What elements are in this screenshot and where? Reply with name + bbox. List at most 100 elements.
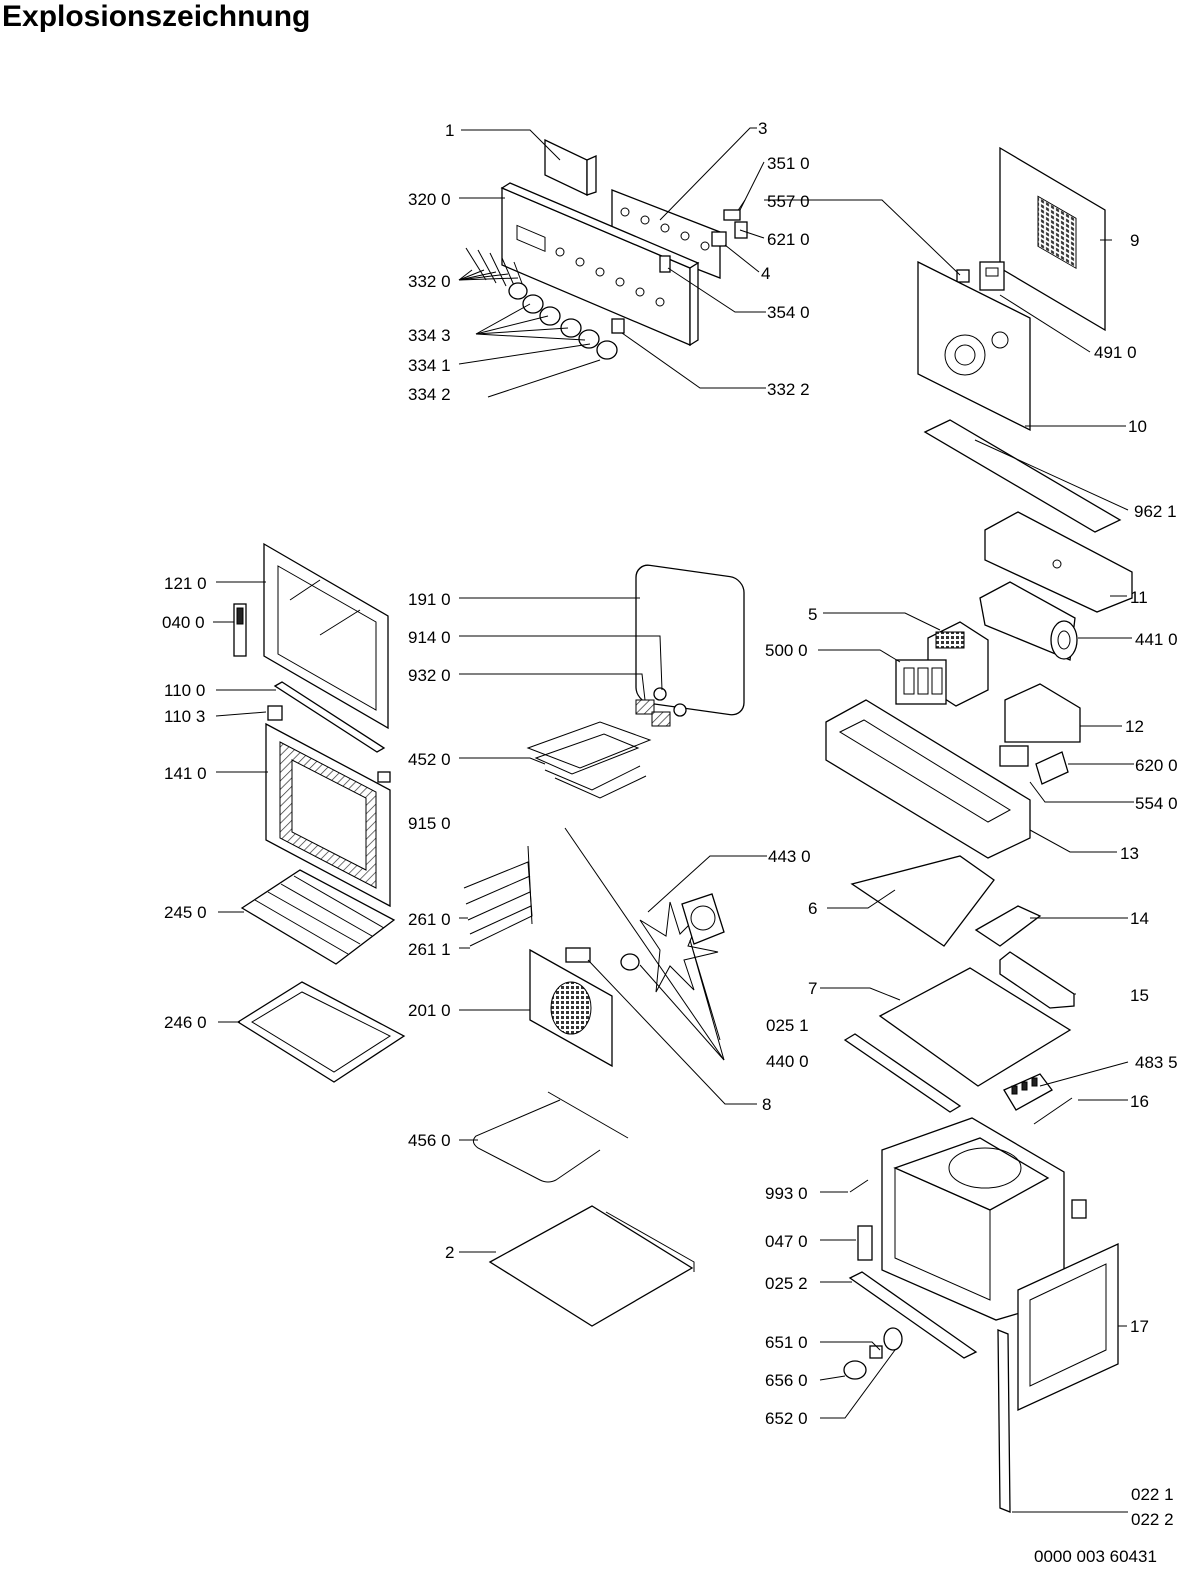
label-5: 5 — [808, 605, 817, 624]
label-16: 16 — [1130, 1092, 1149, 1111]
label-9140: 914 0 — [408, 628, 451, 647]
part-15-bracket-shape — [999, 951, 1075, 1009]
part-14-bracket-shape — [974, 905, 1042, 947]
part-1-bracket-shape — [544, 138, 597, 197]
part-3540-shape — [659, 255, 671, 273]
label-6510: 651 0 — [765, 1333, 808, 1352]
label-5540: 554 0 — [1135, 794, 1178, 813]
part-0252-bar-shape — [848, 1271, 978, 1359]
part-6200-switch-shape — [999, 745, 1069, 785]
part-2-bottom-plate-shape — [488, 1205, 695, 1327]
part-6-cover-shape — [850, 855, 995, 947]
label-6520: 652 0 — [765, 1409, 808, 1428]
leader-lines — [213, 127, 1134, 1513]
label-4430: 443 0 — [768, 847, 811, 866]
label-3540: 354 0 — [767, 303, 810, 322]
label-2610: 261 0 — [408, 910, 451, 929]
part-3-panel-plate-shape — [611, 189, 721, 279]
part-4835-terminal-block-shape — [1003, 1073, 1053, 1111]
label-9621: 962 1 — [1134, 502, 1177, 521]
part-4560-grill-element-shape — [472, 1091, 629, 1183]
label-4910: 491 0 — [1094, 343, 1137, 362]
part-9621-insulation-shape — [923, 419, 1122, 533]
label-3341: 334 1 — [408, 356, 451, 375]
part-651-656-652-shape — [843, 1327, 903, 1380]
label-17: 17 — [1130, 1317, 1149, 1336]
label-4560: 456 0 — [408, 1131, 451, 1150]
label-4410: 441 0 — [1135, 630, 1178, 649]
oven-cavity-shape — [881, 1117, 1087, 1321]
label-3343: 334 3 — [408, 326, 451, 345]
label-4400: 440 0 — [766, 1052, 809, 1071]
label-2450: 245 0 — [164, 903, 207, 922]
part-022-rail-shape — [997, 1329, 1011, 1513]
part-9140-9320-shape — [635, 687, 687, 727]
label-6210: 621 0 — [767, 230, 810, 249]
label-3200: 320 0 — [408, 190, 451, 209]
label-2460: 246 0 — [164, 1013, 207, 1032]
part-7-bottom-plate-shape — [878, 967, 1072, 1087]
part-334-knobs-shape — [508, 282, 625, 360]
part-13-base-frame-shape — [825, 699, 1031, 859]
part-16-rod-shape — [1033, 1097, 1073, 1125]
part-1103-shape — [267, 705, 283, 721]
label-0221: 022 1 — [1131, 1485, 1174, 1504]
part-4520-heating-element-shape — [526, 721, 652, 799]
label-7: 7 — [808, 979, 817, 998]
part-labels: 1 3 351 0 320 0 557 0 621 0 9 4 332 0 35… — [162, 119, 1178, 1529]
label-0400: 040 0 — [162, 613, 205, 632]
label-2611: 261 1 — [408, 940, 451, 959]
part-10-back-cover-shape — [917, 260, 1031, 432]
part-4410-cooling-fan-shape — [979, 581, 1078, 661]
label-14: 14 — [1130, 909, 1149, 928]
label-3342: 334 2 — [408, 385, 451, 404]
part-3200-fascia-shape — [500, 182, 700, 347]
label-6: 6 — [808, 899, 817, 918]
label-13: 13 — [1120, 844, 1139, 863]
label-15: 15 — [1130, 986, 1149, 1005]
part-2610-side-racks-shape — [463, 845, 533, 947]
part-2460-tray-shape — [236, 981, 406, 1083]
part-5000-terminal-shape — [895, 659, 947, 705]
part-12-bracket-shape — [1004, 683, 1081, 743]
part-4430-fan-blade-shape — [620, 893, 725, 993]
label-5000: 500 0 — [765, 641, 808, 660]
part-0400-hinge-shape — [233, 603, 247, 657]
part-1100-handle-shape — [273, 681, 386, 753]
part-0251-rail-shape — [843, 1033, 962, 1113]
document-number: 0000 003 60431 — [1034, 1547, 1157, 1566]
part-2450-rack-shape — [240, 869, 396, 965]
label-6560: 656 0 — [765, 1371, 808, 1390]
label-1910: 191 0 — [408, 590, 451, 609]
part-1910-gasket-shape — [635, 564, 745, 716]
label-3: 3 — [758, 119, 767, 138]
label-9320: 932 0 — [408, 666, 451, 685]
label-0252: 025 2 — [765, 1274, 808, 1293]
label-1210: 121 0 — [164, 574, 207, 593]
part-shapes — [233, 138, 1133, 1513]
part-9930-screw-shape — [849, 1179, 869, 1193]
label-9: 9 — [1130, 231, 1139, 250]
label-11: 11 — [1130, 588, 1148, 607]
label-4: 4 — [761, 264, 770, 283]
label-0222: 022 2 — [1131, 1510, 1174, 1529]
label-1410: 141 0 — [164, 764, 207, 783]
label-12: 12 — [1125, 717, 1144, 736]
label-3510: 351 0 — [767, 154, 810, 173]
label-9150: 915 0 — [408, 814, 451, 833]
label-3322: 332 2 — [767, 380, 810, 399]
label-4835: 483 5 — [1135, 1053, 1178, 1072]
part-11-housing-cover-shape — [984, 511, 1133, 613]
label-8: 8 — [762, 1095, 771, 1114]
part-5570-shape — [956, 269, 970, 283]
part-17-side-panel-shape — [1017, 1242, 1119, 1412]
part-0470-shape — [857, 1225, 873, 1261]
label-0251: 025 1 — [766, 1016, 809, 1035]
part-1410-glass-door-shape — [265, 722, 391, 908]
part-9-rear-panel-shape — [999, 146, 1106, 332]
label-1100: 110 0 — [164, 681, 205, 700]
part-1210-door-frame-shape — [263, 542, 389, 730]
label-2: 2 — [445, 1243, 454, 1262]
label-10: 10 — [1128, 417, 1147, 436]
